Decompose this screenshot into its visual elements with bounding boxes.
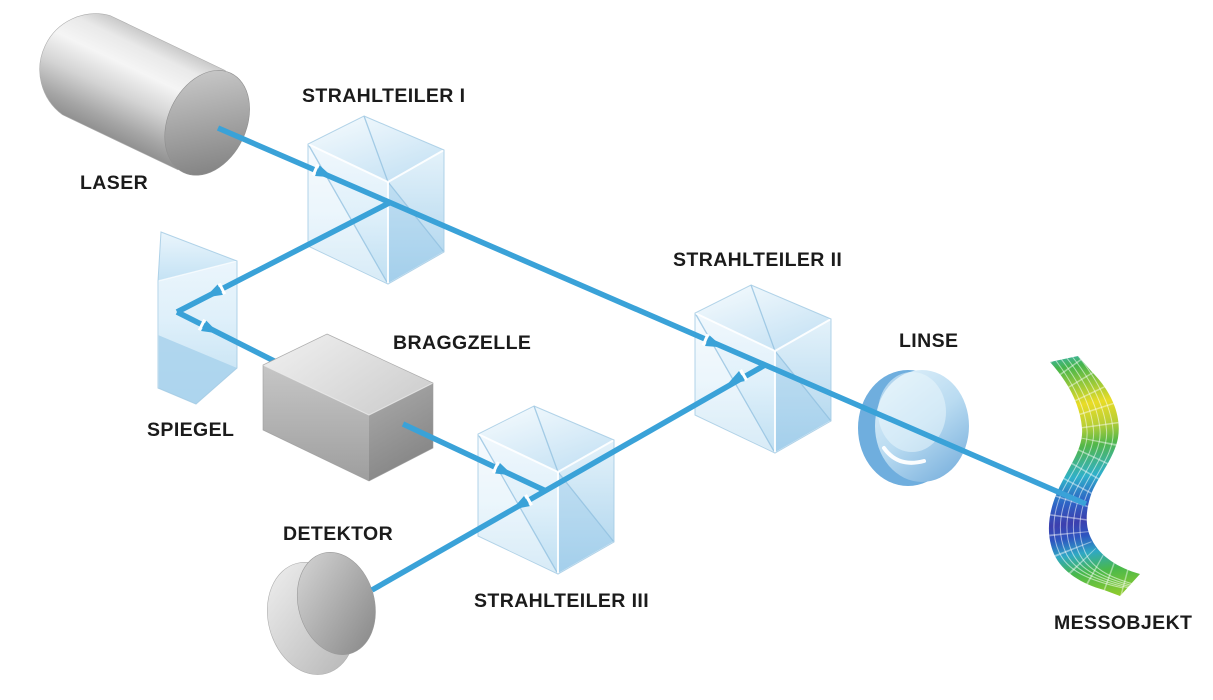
beam-strahlteiler2-to-detektor — [370, 362, 767, 593]
beam-arrow — [311, 163, 333, 178]
beam-laser-to-messobjekt — [216, 125, 1088, 507]
detektor-body — [266, 551, 376, 675]
beam-arrows — [197, 163, 748, 510]
label-strahlteiler-2: STRAHLTEILER II — [673, 249, 842, 271]
laser-cylinder — [39, 13, 250, 176]
beam-arrow — [205, 282, 227, 298]
beam-arrow — [512, 494, 533, 510]
beam-arrow — [491, 461, 513, 476]
braggzelle-box — [262, 333, 434, 482]
messobjekt-band — [1048, 356, 1140, 596]
spiegel-prism — [157, 231, 238, 405]
lens-highlight — [882, 446, 926, 465]
label-laser: LASER — [80, 172, 148, 194]
labels: LASER STRAHLTEILER I SPIEGEL BRAGGZELLE … — [80, 85, 1192, 634]
label-braggzelle: BRAGGZELLE — [393, 332, 531, 354]
label-detektor: DETEKTOR — [283, 523, 393, 545]
label-messobjekt: MESSOBJEKT — [1054, 612, 1192, 634]
detektor-face — [296, 551, 376, 655]
beam-arrow — [197, 318, 219, 334]
strahlteiler-1-cube — [307, 115, 445, 285]
label-strahlteiler-3: STRAHLTEILER III — [474, 590, 649, 612]
beam-spiegel-to-braggzelle — [175, 309, 292, 372]
beam-braggzelle-to-strahlteiler3 — [401, 421, 548, 494]
beam-arrow — [727, 369, 748, 385]
label-spiegel: SPIEGEL — [147, 419, 234, 441]
label-strahlteiler-1: STRAHLTEILER I — [302, 85, 465, 107]
label-linse: LINSE — [899, 330, 958, 352]
beam-arrow — [701, 333, 723, 348]
